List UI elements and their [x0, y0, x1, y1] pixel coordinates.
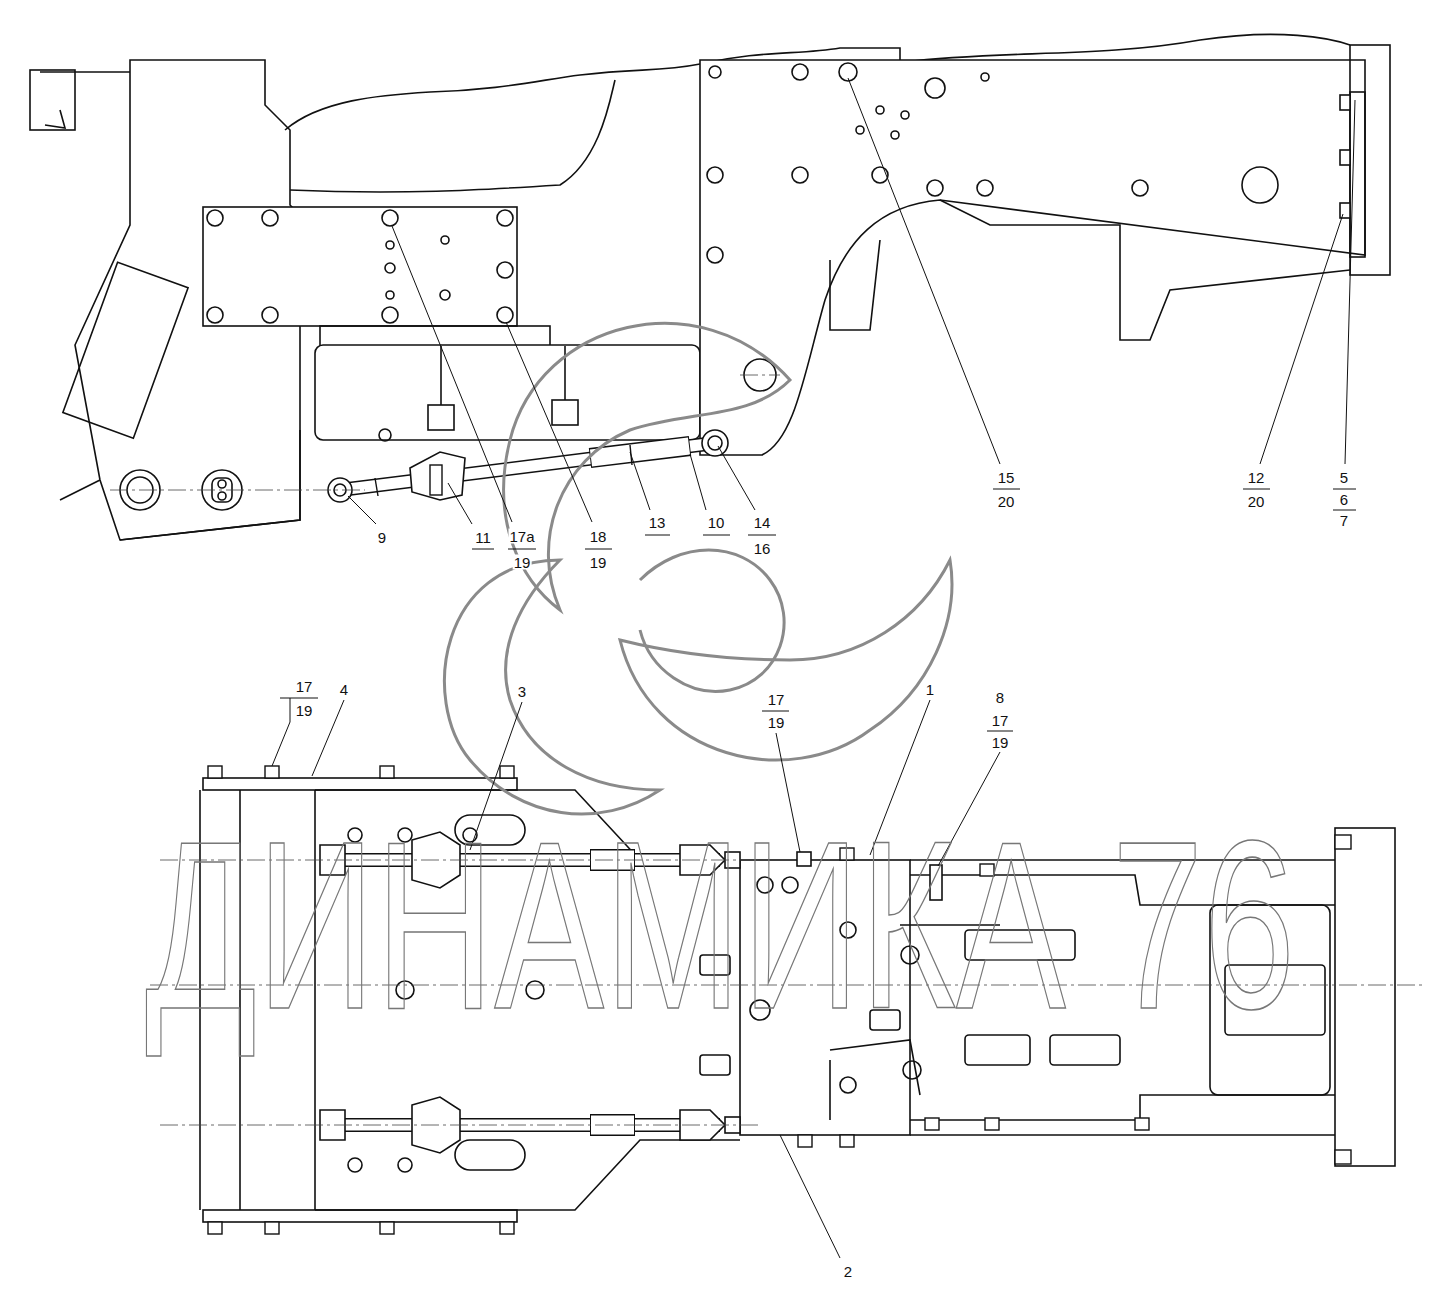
- callout-number: 17: [767, 692, 786, 707]
- leader-lines: [272, 78, 1356, 1258]
- callout-number: 16: [753, 541, 772, 556]
- callout-number: 17а: [508, 529, 535, 544]
- callout-number: 17: [295, 679, 314, 694]
- logo-watermark: [444, 323, 951, 814]
- callout-number: 18: [589, 529, 608, 544]
- callout-number: 19: [589, 555, 608, 570]
- center-lines: [110, 375, 1425, 1125]
- callout-number: 9: [377, 530, 387, 545]
- callout-number: 19: [295, 703, 314, 718]
- callout-number: 8: [995, 690, 1005, 705]
- callout-number: 20: [997, 494, 1016, 509]
- callout-number: 17: [991, 713, 1010, 728]
- callout-number: 11: [474, 530, 492, 545]
- callout-number: 2: [843, 1264, 853, 1279]
- callout-number: 19: [767, 715, 786, 730]
- callout-number: 15: [997, 470, 1016, 485]
- callout-number: 4: [339, 682, 349, 697]
- callout-number: 3: [517, 684, 527, 699]
- callout-number: 20: [1247, 494, 1266, 509]
- callout-number: 10: [707, 515, 726, 530]
- callout-number: 1: [925, 682, 935, 697]
- watermark-text: ДИНАМИКА 76: [145, 805, 1295, 1045]
- callout-number: 14: [753, 515, 772, 530]
- callout-number: 7: [1339, 513, 1349, 528]
- callout-number: 19: [513, 555, 532, 570]
- callout-number: 13: [648, 515, 667, 530]
- rod-top: [328, 430, 728, 502]
- callout-number: 19: [991, 735, 1010, 750]
- top-view: [30, 34, 1390, 540]
- callout-number: 5: [1339, 470, 1349, 485]
- callout-number: 6: [1339, 492, 1349, 507]
- callout-number: 12: [1247, 470, 1266, 485]
- bolts: [207, 63, 1350, 391]
